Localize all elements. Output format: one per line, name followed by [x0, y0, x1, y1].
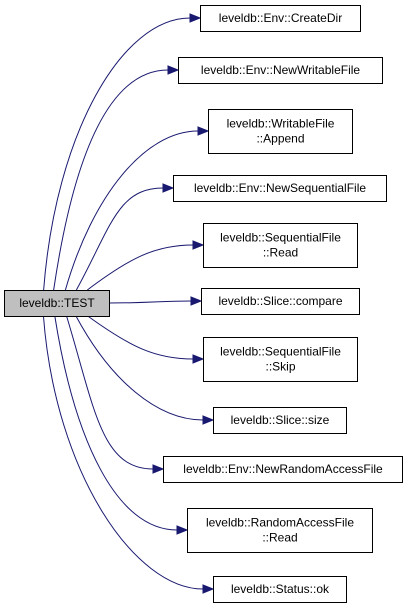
node-label: ::Append — [256, 132, 304, 146]
callee-node[interactable]: leveldb::Env::NewRandomAccessFile — [163, 456, 403, 483]
node-box — [163, 456, 403, 483]
node-box — [208, 109, 353, 154]
call-edge — [66, 315, 154, 470]
node-label: leveldb::SequentialFile — [220, 231, 341, 245]
arrowhead — [167, 65, 180, 75]
arrowhead — [176, 525, 189, 535]
call-edge — [64, 130, 199, 291]
arrowhead — [192, 240, 205, 250]
node-label: ::Read — [262, 531, 297, 545]
call-edge — [42, 315, 204, 590]
callee-node[interactable]: leveldb::WritableFile::Append — [208, 109, 353, 154]
callee-node[interactable]: leveldb::SequentialFile::Read — [203, 223, 358, 268]
node-label: leveldb::Slice::compare — [218, 294, 342, 308]
arrowhead — [192, 354, 205, 364]
node-label: leveldb::Env::CreateDir — [219, 11, 342, 25]
node-box — [201, 288, 360, 315]
call-edge — [53, 69, 169, 291]
node-label: leveldb::Env::NewSequentialFile — [194, 181, 366, 195]
call-edge — [87, 315, 194, 360]
node-label: leveldb::WritableFile — [227, 117, 335, 131]
call-graph-nodes: leveldb::TEST leveldb::Env::CreateDirleve… — [4, 5, 403, 603]
node-box — [213, 407, 347, 434]
arrowhead — [189, 13, 202, 23]
node-box — [203, 223, 358, 268]
call-edge — [43, 17, 191, 291]
node-box — [200, 5, 361, 32]
node-label: leveldb::TEST — [19, 296, 95, 310]
node-box — [178, 57, 383, 84]
node-box — [4, 290, 110, 317]
node-label: leveldb::Env::NewWritableFile — [201, 63, 361, 77]
root-node[interactable]: leveldb::TEST — [4, 290, 110, 317]
callee-node[interactable]: leveldb::Slice::size — [213, 407, 347, 434]
node-box — [203, 337, 358, 382]
node-label: leveldb::RandomAccessFile — [206, 516, 354, 530]
call-edge — [75, 187, 164, 291]
arrowhead — [152, 464, 165, 474]
call-edge — [108, 300, 192, 304]
call-edge — [54, 315, 178, 531]
node-box — [213, 576, 347, 603]
node-label: leveldb::Status::ok — [231, 582, 330, 596]
callee-node[interactable]: leveldb::RandomAccessFile::Read — [187, 508, 373, 553]
callee-node[interactable]: leveldb::SequentialFile::Skip — [203, 337, 358, 382]
callee-node[interactable]: leveldb::Env::NewWritableFile — [178, 57, 383, 84]
node-label: leveldb::Env::NewRandomAccessFile — [183, 462, 383, 476]
arrowhead — [202, 584, 215, 594]
call-edges — [42, 13, 215, 594]
call-edge — [75, 315, 204, 421]
node-box — [187, 508, 373, 553]
call-edge — [87, 244, 194, 291]
callee-node[interactable]: leveldb::Env::NewSequentialFile — [173, 175, 387, 202]
arrowhead — [197, 126, 210, 136]
callee-node[interactable]: leveldb::Env::CreateDir — [200, 5, 361, 32]
node-label: ::Skip — [265, 360, 295, 374]
node-box — [173, 175, 387, 202]
arrowhead — [162, 183, 175, 193]
arrowhead — [202, 415, 215, 425]
callee-node[interactable]: leveldb::Status::ok — [213, 576, 347, 603]
node-label: ::Read — [263, 246, 298, 260]
node-label: leveldb::Slice::size — [231, 413, 330, 427]
arrowhead — [190, 296, 203, 306]
node-label: leveldb::SequentialFile — [220, 345, 341, 359]
callee-node[interactable]: leveldb::Slice::compare — [201, 288, 360, 315]
